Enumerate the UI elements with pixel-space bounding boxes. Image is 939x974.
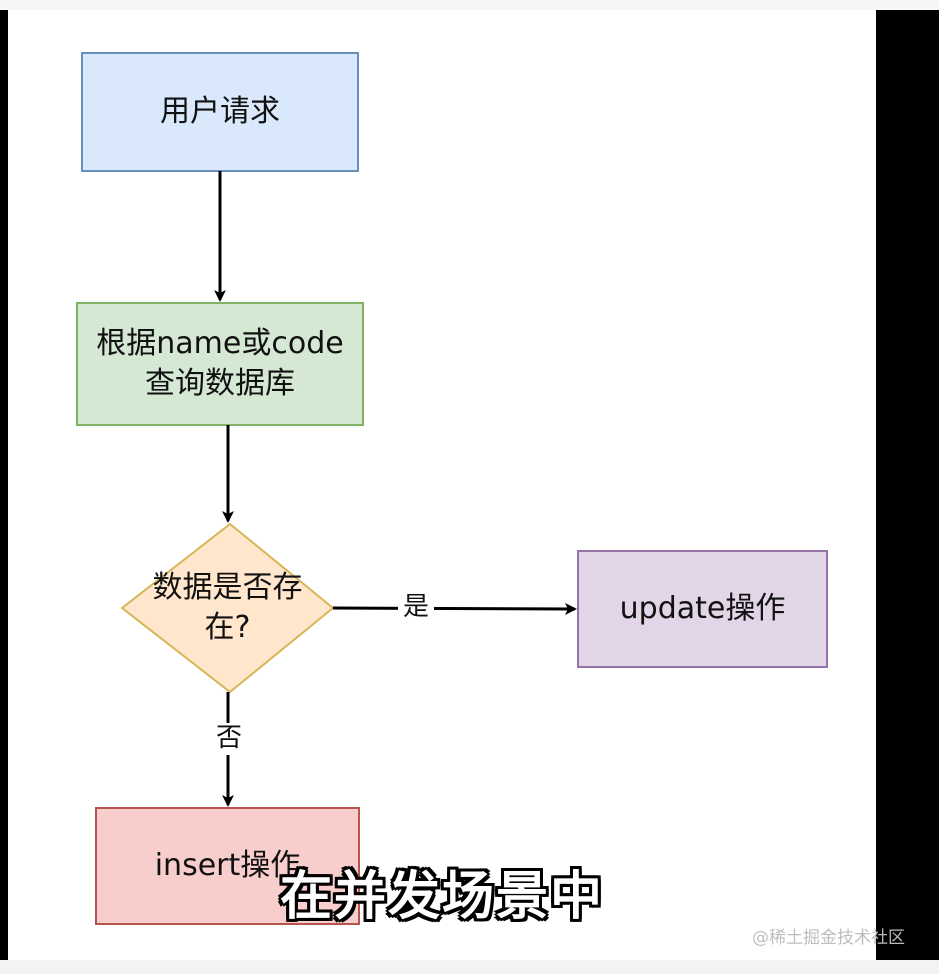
exists-check-diamond (120, 522, 335, 694)
left-letterbox (0, 10, 8, 960)
flowchart-canvas: 用户请求 根据name或code 查询数据库 数据是否存 在? update操作… (8, 10, 876, 960)
edge-yes-label: 是 (398, 592, 434, 622)
edge-no-label: 否 (212, 723, 246, 755)
watermark: @稀土掘金技术社区 (752, 928, 905, 948)
video-subtitle: 在并发场景中 (279, 867, 604, 927)
query-db-label: 根据name或code 查询数据库 (96, 326, 344, 401)
exists-check-label: 数据是否存 在? (152, 570, 303, 645)
bottom-edge (0, 960, 939, 974)
arrow-check-to-update (332, 602, 577, 615)
insert-op-label: insert操作 (154, 848, 301, 883)
user-request-box (81, 52, 359, 172)
update-op-box (577, 550, 828, 668)
update-op-label: update操作 (619, 591, 786, 626)
top-edge (0, 0, 939, 10)
query-db-box (76, 302, 364, 426)
insert-op-box (95, 807, 360, 925)
right-letterbox (876, 10, 939, 960)
user-request-label: 用户请求 (160, 94, 280, 129)
